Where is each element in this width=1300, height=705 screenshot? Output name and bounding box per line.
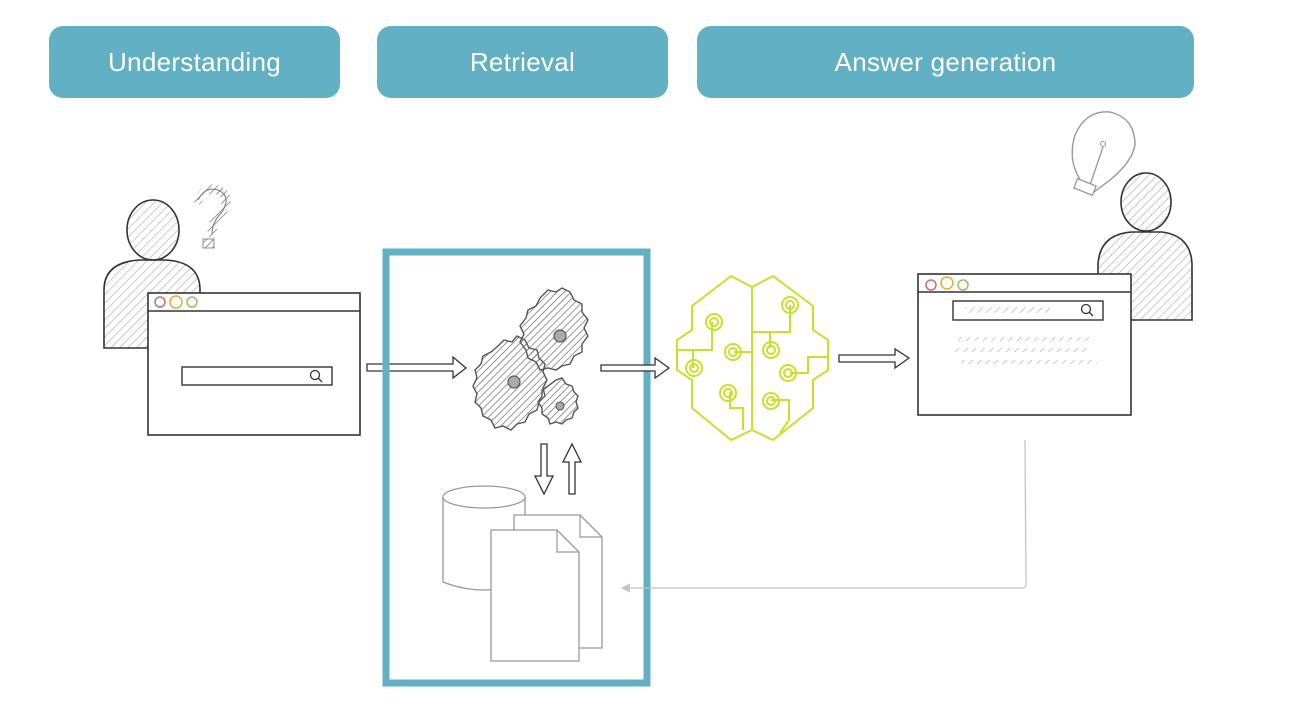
search-icon bbox=[1080, 303, 1094, 317]
documents-icon bbox=[490, 514, 603, 662]
stage-understanding: Understanding bbox=[49, 26, 340, 98]
arrow-up-from-store bbox=[561, 442, 583, 495]
window-dot-red bbox=[154, 296, 166, 308]
browser-window-query bbox=[147, 292, 361, 436]
window-dot-red bbox=[925, 279, 937, 291]
search-query-text bbox=[965, 307, 1050, 313]
retrieval-box bbox=[382, 248, 651, 687]
search-bar bbox=[181, 366, 333, 386]
browser-window-answer bbox=[917, 273, 1132, 416]
lightbulb-icon bbox=[1071, 111, 1136, 197]
brain-circuit-icon bbox=[676, 274, 829, 442]
window-dot-yellow bbox=[940, 276, 954, 290]
question-mark-icon bbox=[193, 184, 231, 249]
arrow-llm-to-answer bbox=[838, 347, 911, 370]
gears-icon bbox=[472, 287, 589, 431]
feedback-arrow bbox=[620, 439, 1027, 593]
arrow-query-to-retrieval bbox=[366, 355, 468, 380]
window-dot-green bbox=[957, 279, 969, 291]
search-icon bbox=[309, 369, 323, 383]
answer-text-line bbox=[961, 360, 1097, 364]
stage-answer-generation: Answer generation bbox=[697, 26, 1194, 98]
arrow-retrieval-to-llm bbox=[600, 356, 671, 380]
answer-text-line bbox=[958, 337, 1094, 341]
answer-text-line bbox=[955, 348, 1091, 352]
window-dot-yellow bbox=[169, 295, 183, 309]
window-dot-green bbox=[186, 296, 198, 308]
arrow-down-to-store bbox=[533, 443, 555, 496]
stage-retrieval: Retrieval bbox=[377, 26, 668, 98]
